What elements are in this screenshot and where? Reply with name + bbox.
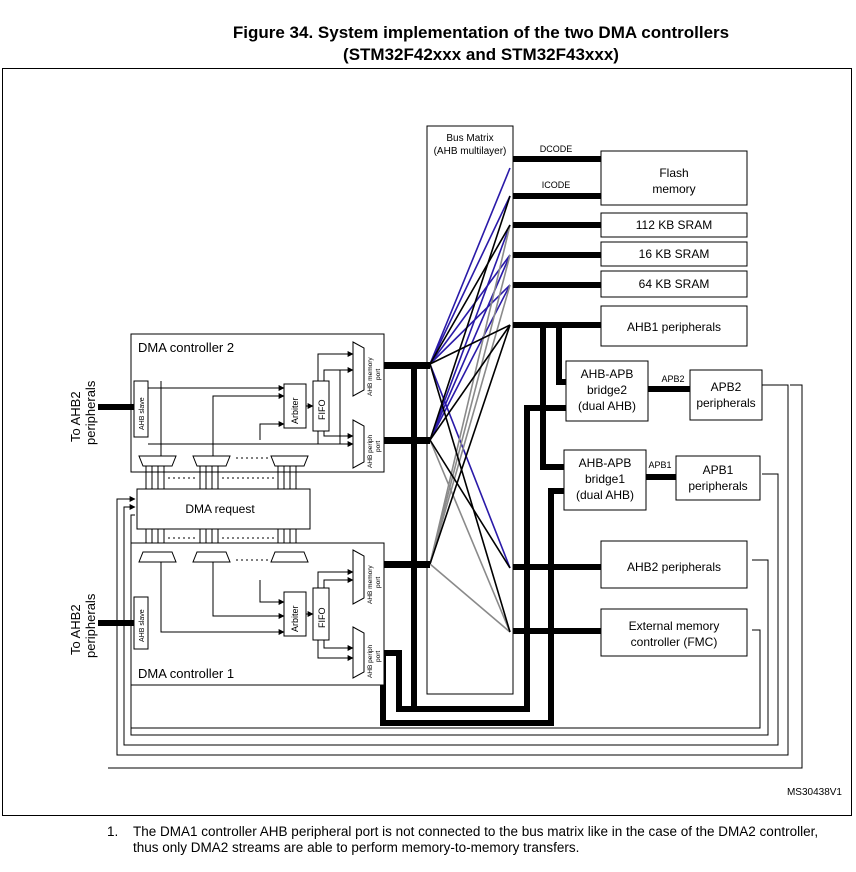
ahb2-label: AHB2 peripherals <box>627 560 721 574</box>
dma-request-box: DMA request <box>136 488 311 530</box>
figure-title-line2: (STM32F42xxx and STM32F43xxx) <box>343 45 619 64</box>
dma1-mem-port-label-1: AHB memory <box>367 565 374 604</box>
dma1-ahb-slave-label: AHB slave <box>139 609 146 642</box>
dma-port-buses <box>372 362 430 656</box>
diagram-frame <box>2 68 852 816</box>
dma1-periph-port-label-1: AHB periph <box>367 644 374 678</box>
ref-code: MS30438V1 <box>787 787 842 798</box>
dma1-title: DMA controller 1 <box>138 666 234 681</box>
apb2-label-1: APB2 <box>711 380 742 394</box>
fmc-label-1: External memory <box>629 619 720 633</box>
apb1-label-1: APB1 <box>703 463 734 477</box>
ahb2-peripherals-box: AHB2 peripherals <box>600 540 748 589</box>
ahb-apb-bridge1-box: AHB-APB bridge1 (dual AHB) <box>563 449 647 511</box>
apb2-bus-label: APB2 <box>661 374 684 384</box>
dma-controller-2: DMA controller 2 AHB slave Arbiter FIFO … <box>130 333 385 473</box>
dma2-title: DMA controller 2 <box>138 340 234 355</box>
dma1-arbiter-label: Arbiter <box>290 605 300 632</box>
icode-label: ICODE <box>542 180 571 190</box>
apb1-bus <box>646 474 676 480</box>
ahb-apb-bridge2-box: AHB-APB bridge2 (dual AHB) <box>565 360 649 422</box>
apb1-peripherals-box: APB1 peripherals <box>675 455 761 501</box>
return-lines <box>108 384 803 769</box>
bridge1-label-2: bridge1 <box>585 472 625 486</box>
sram-112-label: 112 KB SRAM <box>636 218 712 232</box>
bus-matrix-label-2: (AHB multilayer) <box>434 146 507 157</box>
dma2-slave-bus <box>98 404 134 410</box>
dma2-arbiter-label: Arbiter <box>290 397 300 424</box>
bus-matrix-label-1: Bus Matrix <box>446 133 493 144</box>
footnote-text: The DMA1 controller AHB peripheral port … <box>133 824 819 855</box>
crossbar-black <box>429 195 511 633</box>
dma2-periph-port-label-1: AHB periph <box>367 434 374 468</box>
bridge2-label-3: (dual AHB) <box>578 399 636 413</box>
dma1-slave-bus <box>98 620 134 626</box>
sram-16-label: 16 KB SRAM <box>639 247 710 261</box>
apb2-peripherals-box: APB2 peripherals <box>689 369 763 421</box>
dma2-ahb-slave-label: AHB slave <box>139 397 146 430</box>
fmc-box: External memory controller (FMC) <box>600 608 748 657</box>
sram-16-box: 16 KB SRAM <box>600 241 748 267</box>
bridge1-label-3: (dual AHB) <box>576 488 634 502</box>
dma1-mem-port-label-2: port <box>375 577 382 588</box>
sram-112-box: 112 KB SRAM <box>600 212 748 238</box>
apb1-bus-label: APB1 <box>648 460 671 470</box>
to-ahb2-bottom-label-2: peripherals <box>83 593 98 658</box>
bridge1-label-1: AHB-APB <box>579 456 632 470</box>
to-ahb2-bottom-label-1: To AHB2 <box>68 604 83 655</box>
dcode-label: DCODE <box>540 144 573 154</box>
target-buses <box>380 156 601 726</box>
sram-64-label: 64 KB SRAM <box>639 277 710 291</box>
flash-memory-box: Flash memory <box>600 150 748 206</box>
dma-controller-1: DMA controller 1 AHB slave Arbiter FIFO … <box>130 542 385 686</box>
dma-request-label: DMA request <box>185 502 255 516</box>
fmc-label-2: controller (FMC) <box>631 635 718 649</box>
dma2-mem-port-label-1: AHB memory <box>367 357 374 396</box>
dma2-fifo-label: FIFO <box>317 400 327 421</box>
to-ahb2-top-label-2: peripherals <box>83 380 98 445</box>
dma1-fifo-label: FIFO <box>317 608 327 629</box>
apb2-bus <box>648 386 690 392</box>
bridge2-label-1: AHB-APB <box>581 367 634 381</box>
dma2-mem-port-label-2: port <box>375 369 382 380</box>
flash-label-2: memory <box>652 182 695 196</box>
dma-request-dashes <box>168 477 274 539</box>
figure-title-line1: Figure 34. System implementation of the … <box>232 23 730 42</box>
ahb1-peripherals-box: AHB1 peripherals <box>600 305 748 347</box>
to-ahb2-top-label-1: To AHB2 <box>68 391 83 442</box>
flash-label-1: Flash <box>659 166 688 180</box>
footnote-number: 1. <box>107 824 119 839</box>
ahb1-label: AHB1 peripherals <box>627 320 721 334</box>
apb1-label-2: peripherals <box>688 479 747 493</box>
sram-64-box: 64 KB SRAM <box>600 270 748 298</box>
dma1-periph-port-label-2: port <box>375 651 382 662</box>
apb2-label-2: peripherals <box>696 396 755 410</box>
dma2-periph-port-label-2: port <box>375 441 382 452</box>
bridge2-label-2: bridge2 <box>587 383 627 397</box>
